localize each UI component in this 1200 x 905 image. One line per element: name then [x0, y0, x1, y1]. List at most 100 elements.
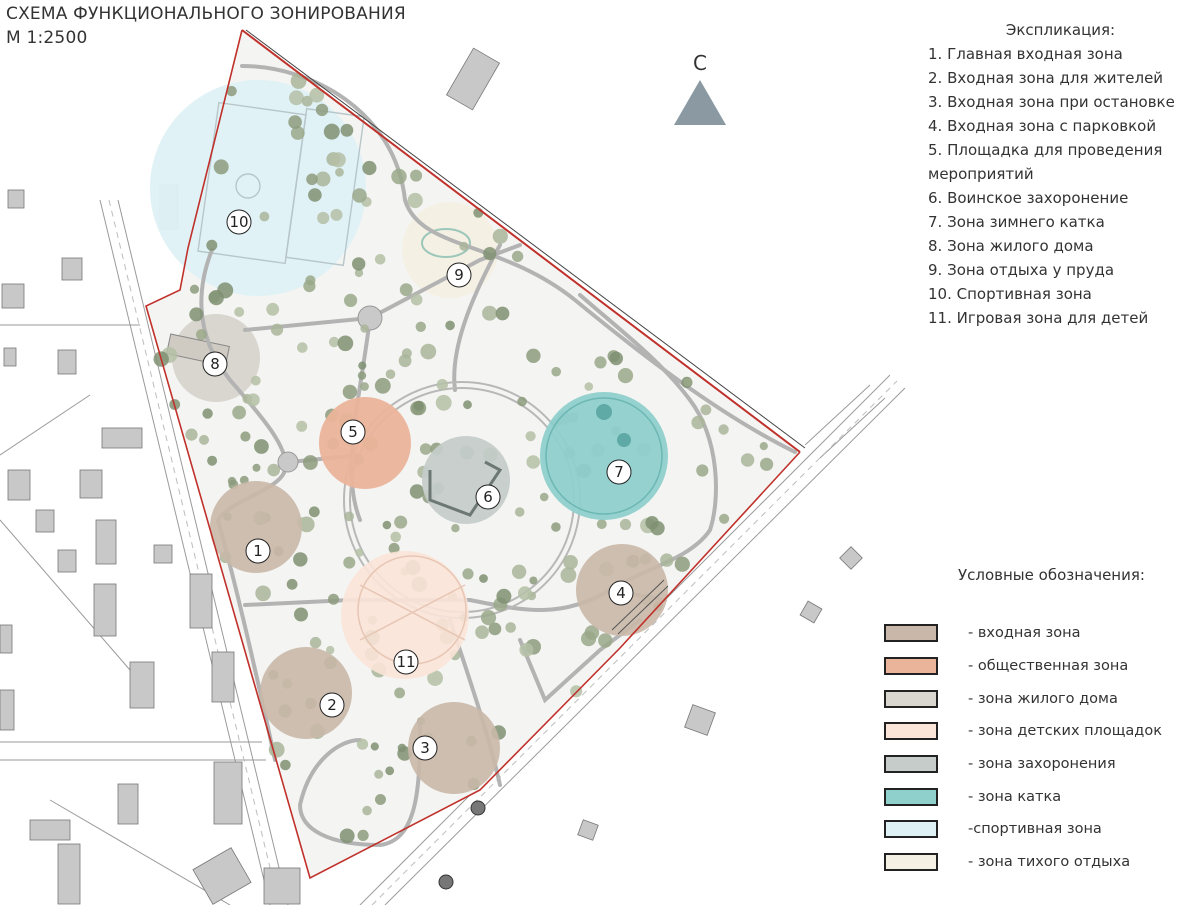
- zone-number: 10: [229, 213, 248, 231]
- legend-label: - зона тихого отдыха: [968, 854, 1131, 871]
- tree-icon: [398, 354, 412, 368]
- tree-icon: [683, 378, 692, 387]
- legend-swatch: [884, 657, 938, 676]
- tree-icon: [514, 507, 525, 517]
- tree-icon: [306, 173, 318, 186]
- tree-icon: [208, 290, 224, 306]
- tree-icon: [617, 368, 634, 384]
- tree-icon: [308, 506, 320, 518]
- tree-icon: [328, 593, 339, 605]
- legend-label: - зона захоронения: [968, 756, 1116, 773]
- tree-icon: [308, 188, 322, 202]
- zone-number: 11: [396, 653, 415, 671]
- tree-icon: [451, 524, 460, 533]
- fence-line: [245, 29, 806, 449]
- park-boundary: [241, 29, 801, 453]
- tree-icon: [463, 400, 472, 410]
- tree-icon: [700, 404, 712, 416]
- explication-item: 10. Спортивная зона: [928, 285, 1092, 303]
- tree-icon: [581, 631, 597, 647]
- tree-icon: [598, 633, 613, 648]
- tree-icon: [206, 239, 218, 251]
- explication-item: 3. Входная зона при остановке: [928, 93, 1175, 111]
- zone-marker-7: 7: [606, 459, 632, 485]
- tree-icon: [619, 518, 632, 531]
- legend-label: - общественная зона: [968, 658, 1129, 675]
- tree-icon: [357, 371, 367, 380]
- zone-number: 6: [483, 488, 493, 506]
- explication-item: 5. Площадка для проведения мероприятий: [928, 141, 1163, 183]
- tree-icon: [492, 228, 508, 244]
- tree-icon: [415, 321, 426, 332]
- legend-swatch: [884, 820, 938, 839]
- tree-icon: [355, 548, 364, 557]
- tree-icon: [309, 636, 322, 649]
- map-scale: М 1:2500: [6, 28, 88, 48]
- entrance-zone-1: [210, 481, 302, 573]
- tree-icon: [315, 103, 329, 117]
- tree-icon: [246, 393, 260, 407]
- tree-icon: [560, 567, 577, 583]
- zone-marker-circle: [202, 351, 228, 377]
- tree-icon: [185, 428, 198, 441]
- legend-swatch: [884, 853, 938, 872]
- tree-icon: [374, 377, 391, 394]
- tree-icon: [328, 336, 340, 348]
- tree-icon: [551, 522, 561, 532]
- zone-marker-circle: [608, 580, 634, 606]
- tree-icon: [301, 95, 313, 107]
- tree-icon: [435, 394, 452, 411]
- tree-icon: [356, 738, 369, 750]
- pond: [421, 228, 471, 258]
- tree-icon: [391, 168, 407, 185]
- tree-icon: [594, 356, 607, 369]
- zone-number: 1: [253, 542, 263, 560]
- tree-icon: [202, 408, 213, 419]
- tree-icon: [525, 431, 536, 442]
- legend: - входная зона - общественная зона - зон…: [884, 617, 1194, 879]
- tree-icon: [293, 552, 308, 567]
- zone-marker-3: 3: [412, 735, 438, 761]
- tree-icon: [388, 542, 400, 554]
- football-fields: [197, 101, 365, 267]
- tree-icon: [232, 405, 247, 420]
- tree-icon: [199, 434, 209, 445]
- tree-icon: [254, 439, 269, 454]
- legend-swatch: [884, 787, 938, 806]
- tree-icon: [189, 284, 200, 294]
- tree-icon: [375, 794, 386, 805]
- tree-icon: [270, 323, 284, 336]
- tree-icon: [394, 515, 408, 529]
- tree-icon: [519, 642, 534, 657]
- tree-icon: [352, 188, 367, 203]
- zone-marker-circle: [226, 209, 252, 235]
- tree-icon: [394, 687, 405, 699]
- road-dashes: [108, 199, 898, 905]
- explication-item: 2. Входная зона для жителей: [928, 69, 1164, 87]
- explication-list: 1. Главная входная зона 2. Входная зона …: [928, 42, 1193, 330]
- zone-number: 8: [210, 355, 220, 373]
- tree-icon: [382, 520, 392, 530]
- tree-icon: [551, 366, 561, 377]
- legend-item: - входная зона: [884, 617, 1194, 650]
- tree-icon: [360, 324, 369, 333]
- tree-icon: [323, 123, 340, 140]
- tree-icon: [374, 253, 386, 265]
- tree-icon: [344, 511, 354, 522]
- zone-marker-9: 9: [446, 262, 472, 288]
- tree-icon: [303, 455, 318, 470]
- legend-label: - зона жилого дома: [968, 690, 1118, 707]
- legend-swatch: [884, 722, 938, 741]
- legend-item: - общественная зона: [884, 650, 1194, 683]
- zone-marker-circle: [319, 692, 345, 718]
- north-arrow-icon: [674, 80, 726, 125]
- tree-icon: [584, 382, 594, 391]
- zone-number: 5: [348, 423, 358, 441]
- map-title-line: СХЕМА ФУНКЦИОНАЛЬНОГО ЗОНИРОВАНИЯ: [6, 4, 406, 24]
- tree-icon: [445, 320, 455, 331]
- tree-icon: [495, 306, 510, 321]
- legend-label: - зона катка: [968, 788, 1062, 805]
- tree-icon: [335, 167, 344, 177]
- tree-icon: [413, 400, 424, 411]
